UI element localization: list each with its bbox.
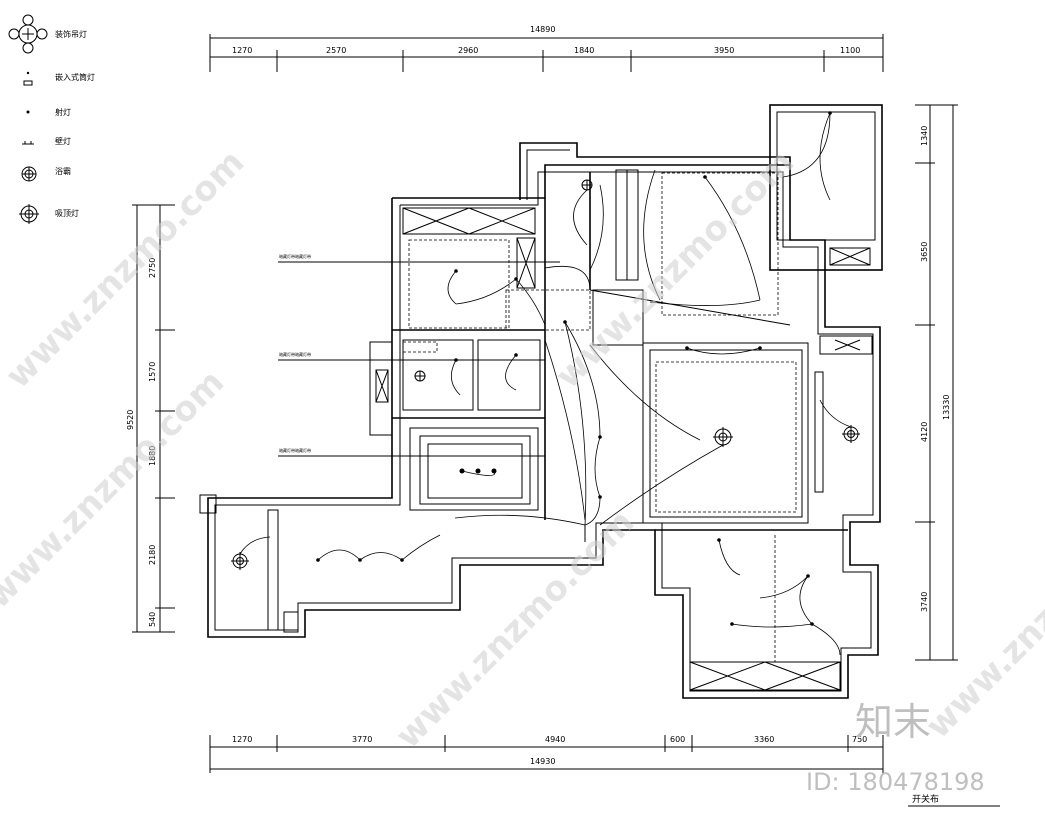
dim-left-seg-3: 2180 — [148, 545, 157, 565]
dim-right-seg-2: 4120 — [920, 422, 929, 442]
watermark-site: www.znzmo.com — [918, 492, 1045, 746]
watermark-site: www.znzmo.com — [0, 362, 232, 616]
legend-label-0: 装饰吊灯 — [55, 29, 87, 39]
dim-bottom-seg-3: 600 — [670, 735, 685, 744]
dim-bottom-seg-5: 750 — [852, 735, 867, 744]
dim-top-seg-4: 3950 — [714, 46, 734, 55]
legend-label-4: 浴霸 — [55, 166, 71, 176]
walls — [199, 104, 883, 699]
dim-bottom-total: 14930 — [530, 757, 555, 766]
spot-light-icon — [26, 110, 30, 114]
dim-top-seg-5: 1100 — [840, 46, 860, 55]
annotation-0: 暗藏灯带暗藏灯带 — [279, 253, 311, 259]
bath-heater-icon — [581, 179, 593, 191]
ceiling-light-icon — [842, 425, 860, 443]
dim-right-total: 13330 — [942, 395, 951, 420]
dim-right-seg-0: 1340 — [920, 126, 929, 146]
legend-label-3: 壁灯 — [55, 136, 71, 146]
dim-bottom-seg-2: 4940 — [545, 735, 565, 744]
dim-left-seg-4: 540 — [148, 612, 157, 627]
dim-bottom-seg-1: 3770 — [352, 735, 372, 744]
legend-label-1: 嵌入式筒灯 — [55, 72, 95, 82]
bottom-dimension-chain: 1270 3770 4940 600 3360 750 14930 — [209, 735, 884, 773]
right-dimension-chain: 1340 3650 4120 3740 13330 — [915, 104, 958, 661]
legend: 装饰吊灯 嵌入式筒灯 射灯 壁灯 浴霸 吸顶灯 — [8, 14, 95, 224]
dim-bottom-seg-4: 3360 — [754, 735, 774, 744]
legend-label-2: 射灯 — [55, 107, 71, 117]
watermark-id: ID: 180478198 — [806, 768, 985, 796]
dim-left-seg-2: 1880 — [148, 446, 157, 466]
watermark-site: www.znzmo.com — [0, 142, 252, 396]
ceiling-light-icon — [713, 427, 733, 447]
dim-top-total: 14890 — [530, 25, 555, 34]
top-dimension-chain: 14890 1270 2570 2960 1840 3950 1100 — [209, 25, 884, 72]
ceiling-light-icon — [19, 204, 39, 224]
dim-left-seg-0: 2750 — [148, 258, 157, 278]
dim-left-seg-1: 1570 — [148, 362, 157, 382]
watermark-brand: 知末 — [855, 700, 931, 744]
decor-chandelier-icon — [8, 14, 48, 54]
dim-bottom-seg-0: 1270 — [232, 735, 252, 744]
annotation-2: 暗藏灯带暗藏灯带 — [279, 447, 311, 453]
bath-heater-icon — [21, 166, 37, 182]
dim-top-seg-2: 2960 — [458, 46, 478, 55]
wall-light-icon — [22, 141, 34, 145]
legend-label-5: 吸顶灯 — [55, 208, 79, 218]
drawing-title: 开关布 — [912, 793, 939, 805]
dim-right-seg-1: 3650 — [920, 242, 929, 262]
ceiling-notes: 暗藏灯带暗藏灯带 暗藏灯带暗藏灯带 暗藏灯带暗藏灯带 — [278, 253, 560, 457]
recessed-downlight-icon — [23, 71, 33, 86]
dim-right-seg-3: 3740 — [920, 592, 929, 612]
dim-top-seg-1: 2570 — [326, 46, 346, 55]
annotation-1: 暗藏灯带暗藏灯带 — [279, 351, 311, 357]
switch-wiring — [239, 112, 852, 656]
dim-left-total: 9520 — [126, 410, 135, 430]
bath-heater-icon — [414, 370, 426, 382]
left-dimension-chain: 9520 2750 1570 1880 2180 540 — [126, 204, 175, 633]
ceiling-light-icon — [231, 552, 249, 570]
dim-top-seg-3: 1840 — [574, 46, 594, 55]
watermark-site: www.znzmo.com — [388, 502, 642, 756]
dim-top-seg-0: 1270 — [232, 46, 252, 55]
